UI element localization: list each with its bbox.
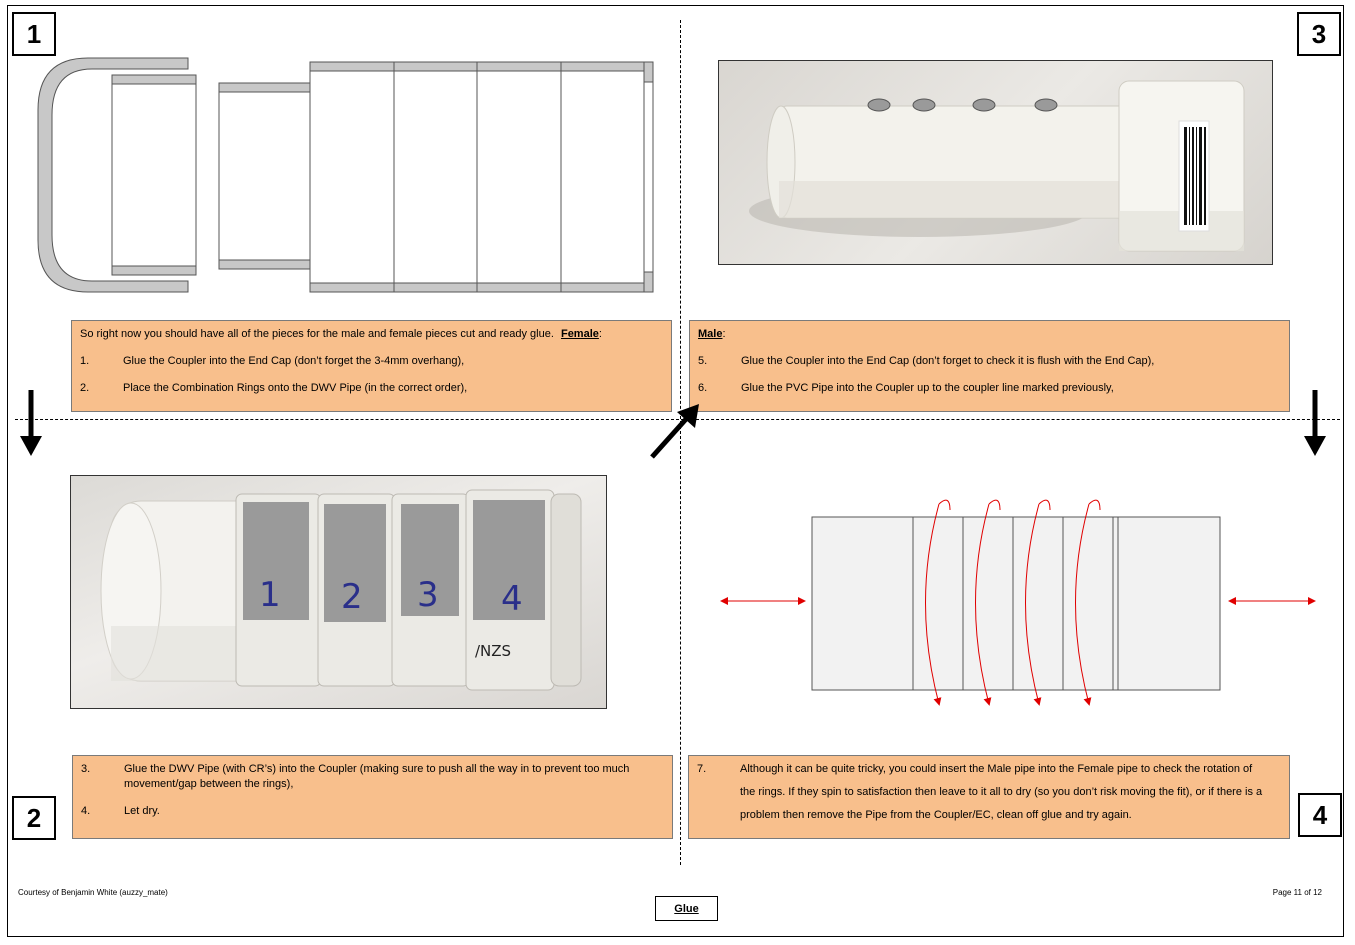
arrow-up-right-icon [650, 404, 699, 459]
quadrant-number-4: 4 [1298, 793, 1342, 837]
arrow-down-left-icon [20, 390, 42, 456]
quadrant-number-1: 1 [12, 12, 56, 56]
footer-credit: Courtesy of Benjamin White (auzzy_mate) [18, 888, 168, 897]
male-heading: Male [698, 328, 723, 340]
vertical-divider [680, 20, 681, 865]
male-pipe-photo [718, 60, 1273, 265]
female-assembly-diagram [37, 57, 654, 293]
female-heading-suffix: : [598, 328, 602, 340]
quadrant-number-2: 2 [12, 796, 56, 840]
ring-label-4: 4 [501, 579, 523, 619]
glue-steps-box: 3. Glue the DWV Pipe (with CR’s) into th… [72, 755, 673, 839]
page-border [7, 5, 1344, 937]
female-heading: Female [560, 328, 599, 340]
ring-label-2: 2 [341, 577, 363, 617]
footer-section-tab: Glue [655, 896, 718, 921]
screws [867, 98, 1058, 112]
quadrant-number-3: 3 [1297, 12, 1341, 56]
rotation-check-diagram [720, 499, 1316, 706]
arrow-down-right-icon [1304, 390, 1326, 456]
horizontal-divider [15, 419, 1340, 420]
ring-label-3: 3 [417, 575, 439, 615]
end-cap-shape [37, 57, 189, 293]
ring-label-1: 1 [259, 575, 281, 615]
coupler-outline [111, 74, 197, 276]
barcode-sticker [1178, 120, 1210, 232]
rotation-arrows [925, 499, 1101, 706]
male-heading-suffix: : [722, 328, 726, 340]
male-steps-box: Male: 5. Glue the Coupler into the End C… [689, 320, 1290, 412]
female-rings-photo: 1 2 3 4 /NZS [70, 475, 607, 709]
pipe-assembly-outline [811, 516, 1221, 691]
ring-stamp-text: /NZS [475, 642, 511, 660]
dwv-pipe-outline [218, 82, 312, 270]
test-fit-box: 7. Although it can be quite tricky, you … [688, 755, 1290, 839]
female-steps-box: So right now you should have all of the … [71, 320, 672, 412]
footer-page-number: Page 11 of 12 [1272, 888, 1322, 897]
female-intro-text: So right now you should have all of the … [80, 328, 554, 340]
rings-outline [309, 61, 654, 293]
